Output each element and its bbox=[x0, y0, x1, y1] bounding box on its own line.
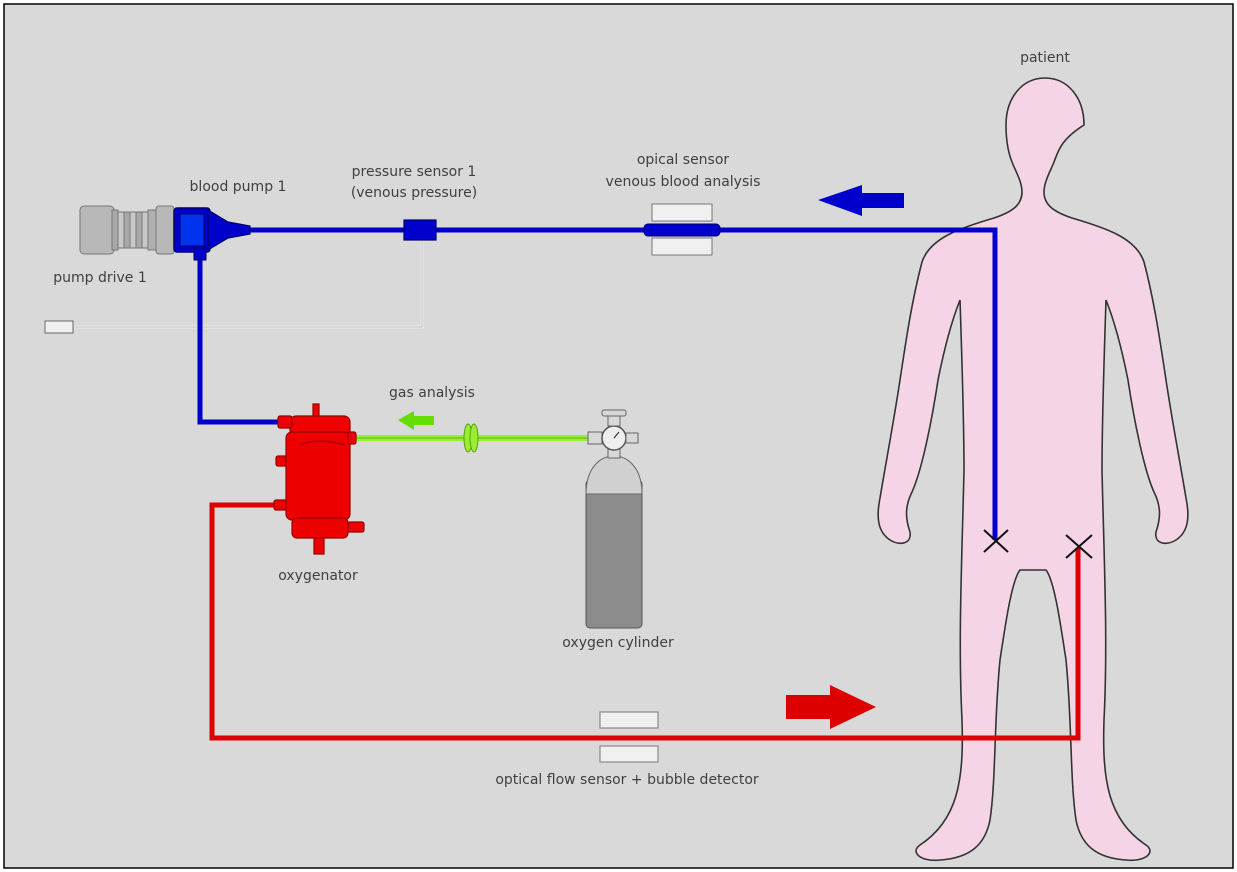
arterial-cannula-cross bbox=[1065, 534, 1093, 559]
arterial-line bbox=[209, 502, 1081, 741]
gas-filter bbox=[463, 423, 479, 453]
oxygen-cylinder bbox=[585, 409, 643, 629]
venous-flow-arrow bbox=[818, 185, 904, 216]
pump-drive bbox=[79, 205, 175, 255]
venous-cannula-cross bbox=[983, 529, 1009, 553]
pressure-connector bbox=[44, 320, 74, 334]
label-optical-sensor-line1: opical sensor bbox=[637, 152, 730, 168]
label-blood-pump: blood pump 1 bbox=[190, 179, 287, 195]
label-optical-sensor-line2: venous blood analysis bbox=[606, 174, 761, 190]
label-flow-sensor: optical flow sensor + bubble detector bbox=[495, 772, 759, 788]
patient-figure bbox=[877, 77, 1189, 862]
oxygenator bbox=[273, 403, 365, 555]
gas-flow-arrow bbox=[398, 411, 434, 430]
label-pressure-sensor-line2: (venous pressure) bbox=[351, 185, 477, 201]
arterial-flow-arrow bbox=[786, 685, 876, 729]
optical-venous-sensor bbox=[643, 203, 721, 256]
pressure-sensor bbox=[403, 219, 437, 241]
label-oxygen-cylinder: oxygen cylinder bbox=[562, 635, 674, 651]
label-pressure-sensor-line1: pressure sensor 1 bbox=[352, 164, 477, 180]
label-patient: patient bbox=[1020, 50, 1070, 66]
pump-to-oxygenator-line bbox=[197, 245, 290, 425]
label-gas-analysis: gas analysis bbox=[389, 385, 475, 401]
flow-sensor-top bbox=[599, 711, 659, 729]
flow-sensor-bottom bbox=[599, 745, 659, 763]
label-oxygenator: oxygenator bbox=[278, 568, 358, 584]
blood-pump bbox=[173, 207, 251, 261]
label-pump-drive: pump drive 1 bbox=[53, 270, 147, 286]
venous-line bbox=[230, 227, 998, 540]
